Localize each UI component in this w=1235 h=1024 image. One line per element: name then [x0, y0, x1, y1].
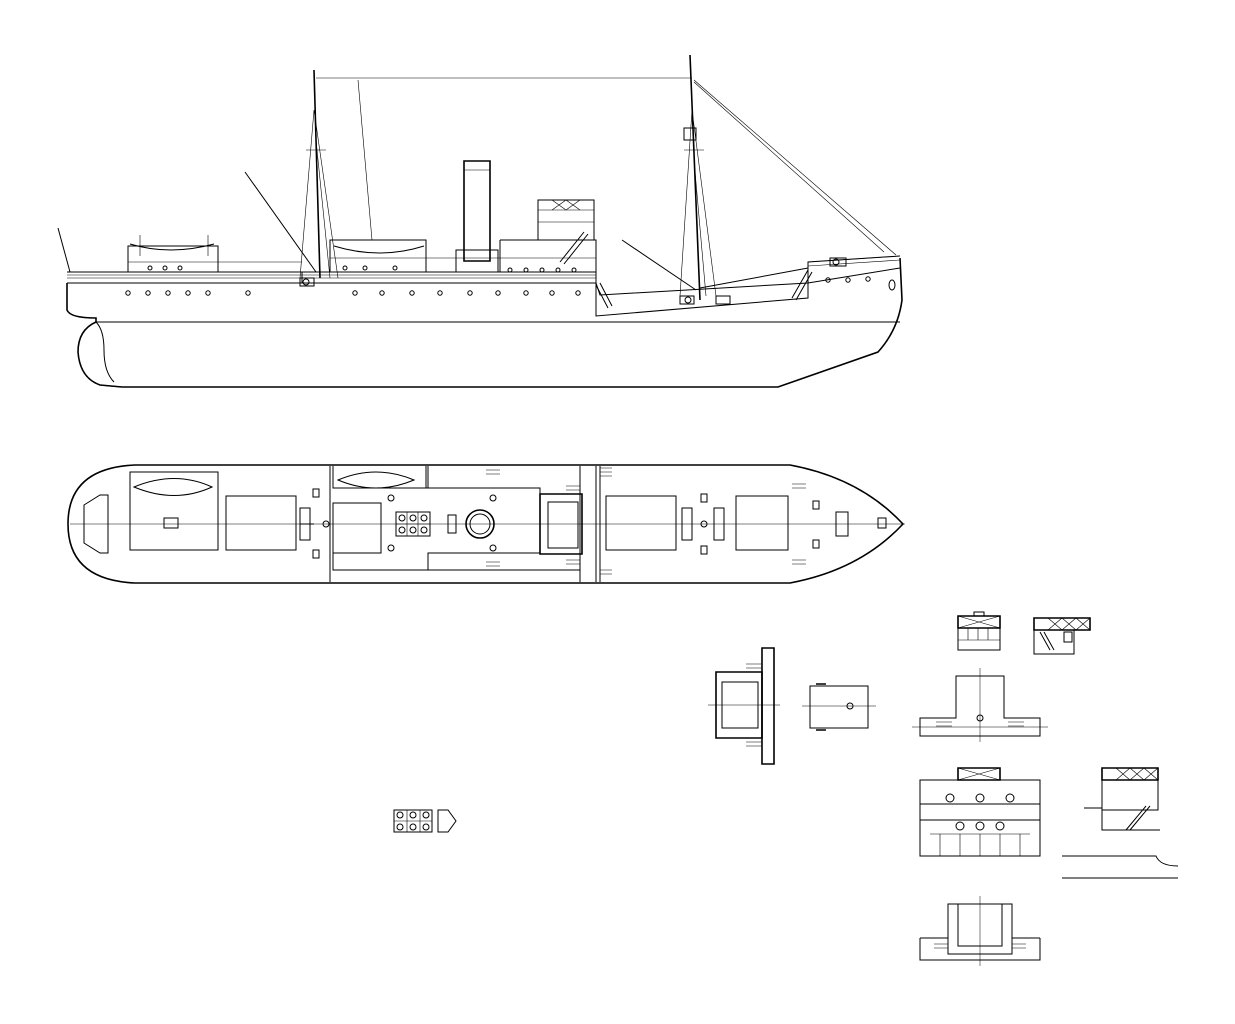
hatch-no3: [333, 503, 381, 553]
skylight-detail: [394, 810, 456, 832]
portholes: [126, 266, 870, 295]
funnel-stay: [358, 80, 372, 240]
bulwark-rails: [67, 256, 900, 278]
bridge-top-plan: [912, 668, 1048, 742]
midship-lifeboat: [334, 246, 424, 253]
bridge-plan: [540, 494, 582, 554]
forecastle: [808, 256, 900, 283]
bridge-deckhouse: [500, 240, 596, 272]
hatch-no4: [226, 496, 296, 550]
fore-stay: [694, 80, 896, 255]
deck-plan-bollards: [164, 489, 819, 558]
stern-grating: [84, 495, 108, 553]
funnel-base: [456, 250, 498, 272]
aft-deckhouse: [128, 246, 218, 272]
keel-aft: [100, 385, 122, 387]
bridge-side-elevation: [1034, 618, 1090, 654]
fore-mast-shrouds: [680, 110, 716, 296]
superstructure-front-elevation: [920, 768, 1040, 856]
hawse-pipe: [889, 280, 895, 290]
aft-mast: [314, 70, 320, 278]
main-deck-line: [67, 268, 900, 295]
side-profile-view: [58, 55, 902, 387]
hull-outline: [67, 258, 902, 387]
rudder: [96, 322, 114, 382]
midship-house: [302, 272, 596, 283]
aft-lifeboat: [130, 244, 214, 250]
bridge-ladder: [560, 232, 588, 264]
well-deck-bulwark: [596, 283, 808, 316]
well-ladder: [596, 283, 612, 308]
poop-deck: [67, 272, 302, 283]
deck-plan-winches: [300, 508, 886, 540]
bridge-x-bracing: [552, 200, 580, 210]
fore-mast: [690, 55, 700, 300]
fore-derrick-aft: [622, 240, 696, 290]
mid-boat-plan: [338, 472, 414, 488]
hatch-no1: [736, 496, 788, 550]
bridge-house: [538, 200, 594, 240]
funnel-plan: [466, 510, 494, 538]
ensign-staff: [58, 228, 70, 272]
forecastle-ladder: [792, 270, 812, 300]
boat-deck-house: [330, 240, 426, 272]
deck-plan-ladders: [486, 468, 806, 574]
deckhouse-plan: [802, 684, 876, 730]
bridge-front-elevation: [958, 612, 1000, 650]
aft-boat-plan: [134, 479, 212, 496]
funnel-base-plan: [708, 648, 780, 764]
deck-winches: [300, 258, 846, 304]
aft-house-plan: [130, 472, 218, 550]
fore-derrick-fwd: [700, 268, 808, 288]
aft-mast-shrouds: [300, 110, 338, 278]
aft-derrick: [245, 172, 316, 272]
superstructure-side-elevation: [1062, 768, 1178, 878]
deck-plan-view: [68, 465, 905, 583]
skylight-plan: [396, 512, 430, 536]
hatch-no2: [606, 496, 676, 550]
fore-stay-2: [694, 82, 884, 252]
funnel: [464, 161, 490, 261]
ventilators-plan: [388, 495, 496, 551]
superstructure-plan: [920, 896, 1040, 966]
